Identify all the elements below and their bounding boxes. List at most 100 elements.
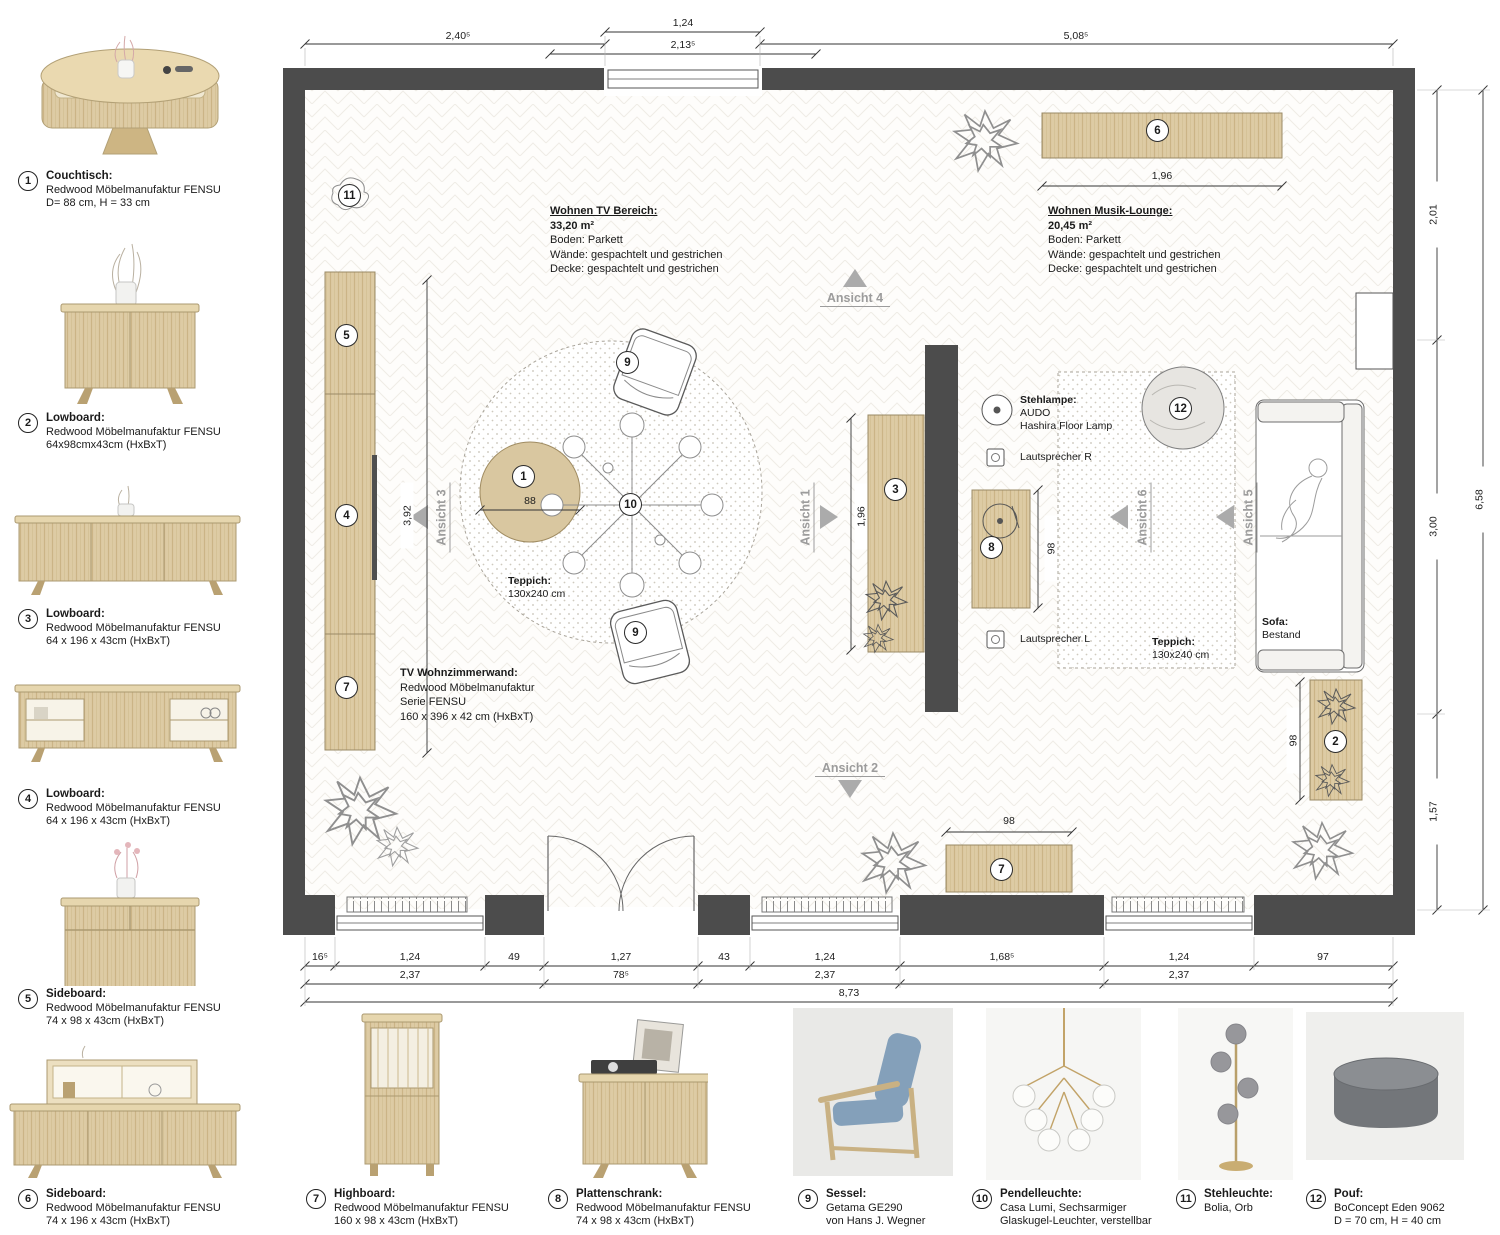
extension-lines xyxy=(304,36,1490,1006)
plan-badge-lowboard3: 3 xyxy=(884,478,907,501)
view-label-3: Ansicht 3 xyxy=(433,482,451,553)
view-arrow-1-icon xyxy=(820,505,838,529)
dim-b-49: 49 xyxy=(508,950,520,963)
legend-badge-11: 11 xyxy=(1176,1189,1196,1209)
legend-item-11: 11 Stehleuchte:Bolia, Orb xyxy=(1176,1188,1273,1215)
dim-b-165: 16⁵ xyxy=(311,950,329,963)
entry-door xyxy=(544,835,698,937)
view-arrow-4-icon xyxy=(843,269,867,287)
legend-item-1: 1 Couchtisch:Redwood Möbelmanufaktur FEN… xyxy=(18,170,221,211)
speaker-r-label: Lautsprecher R xyxy=(1020,451,1092,463)
dim-b-237b: 2,37 xyxy=(814,968,836,981)
radiators xyxy=(346,896,1245,913)
dim-196-lowboard: 1,96 xyxy=(854,483,868,550)
stehleuchte-photo xyxy=(1178,1008,1293,1180)
rug-rect-label: Teppich: 130x240 cm xyxy=(1152,636,1210,661)
dim-b-237c: 2,37 xyxy=(1168,968,1190,981)
dim-98-platte: 98 xyxy=(1044,515,1058,582)
view-label-6: Ansicht 6 xyxy=(1134,482,1152,553)
dim-b-43: 43 xyxy=(718,950,730,963)
dim-98-lowboard2: 98 xyxy=(1286,707,1300,774)
legend-item-6: 6 Sideboard:Redwood Möbelmanufaktur FENS… xyxy=(18,1188,221,1229)
plan-badge-couchtisch: 1 xyxy=(512,465,535,488)
sofa-symbol xyxy=(1255,399,1365,673)
speaker-l-label: Lautsprecher L xyxy=(1020,633,1091,645)
plan-badge-lowboard4: 4 xyxy=(335,504,358,527)
view-arrow-5-icon xyxy=(1216,505,1234,529)
plan-badge-highboard7-floor: 7 xyxy=(990,858,1013,881)
floor-lamp-audo-symbol xyxy=(981,394,1013,426)
dim-b-168: 1,68⁵ xyxy=(989,950,1015,963)
dim-b-124b: 1,24 xyxy=(814,950,836,963)
dim-b-237a: 2,37 xyxy=(399,968,421,981)
legend-item-4: 4 Lowboard:Redwood Möbelmanufaktur FENSU… xyxy=(18,788,221,829)
dim-b-127: 1,27 xyxy=(610,950,632,963)
view-label-4: Ansicht 4 xyxy=(820,290,890,307)
legend-badge-6: 6 xyxy=(18,1189,38,1209)
speaker-r-symbol xyxy=(986,448,1005,467)
room-label-tv: Wohnen TV Bereich: 33,20 m² Boden: Parke… xyxy=(550,205,723,275)
legend-badge-12: 12 xyxy=(1306,1189,1326,1209)
speaker-l-symbol xyxy=(986,630,1005,649)
view-arrow-2-icon xyxy=(838,780,862,798)
legend-badge-7: 7 xyxy=(306,1189,326,1209)
plan-badge-plattenschrank: 8 xyxy=(980,536,1003,559)
tv-wand-label: TV Wohnzimmerwand: Redwood Möbelmanufakt… xyxy=(400,667,535,723)
lowboard-2-photo xyxy=(60,243,200,404)
room-musik-title: Wohnen Musik-Lounge: xyxy=(1048,205,1173,217)
dim-392: 3,92 xyxy=(400,482,414,549)
room-label-musik: Wohnen Musik-Lounge: 20,45 m² Boden: Par… xyxy=(1048,205,1221,275)
floor-lamp-label: Stehlampe: AUDO Hashira Floor Lamp xyxy=(1020,394,1113,432)
view-arrow-6-icon xyxy=(1110,505,1128,529)
plan-badge-sideboard5: 5 xyxy=(335,324,358,347)
couchtisch-photo xyxy=(40,35,220,155)
sideboard-5-photo xyxy=(60,842,200,986)
window-top xyxy=(604,62,762,96)
lowboard-4-photo xyxy=(14,684,241,762)
legend-item-5: 5 Sideboard:Redwood Möbelmanufaktur FENS… xyxy=(18,988,221,1029)
legend-badge-3: 3 xyxy=(18,609,38,629)
view-label-5: Ansicht 5 xyxy=(1240,482,1258,553)
view-arrow-3-icon xyxy=(410,505,428,529)
pendelleuchte-photo xyxy=(986,1008,1141,1180)
dim-b-97: 97 xyxy=(1317,950,1329,963)
highboard-7-photo xyxy=(361,1013,443,1176)
plan-badge-sessel-b: 9 xyxy=(624,621,647,644)
dim-top-213: 2,13⁵ xyxy=(670,38,696,51)
legend-item-7: 7 Highboard:Redwood Möbelmanufaktur FENS… xyxy=(306,1188,509,1229)
view-arrow-icons xyxy=(410,269,1234,798)
dim-top-508: 5,08⁵ xyxy=(1063,29,1089,42)
plan-badge-stehleuchte: 11 xyxy=(338,184,361,207)
legend-item-2: 2 Lowboard:Redwood Möbelmanufaktur FENSU… xyxy=(18,412,221,453)
tv-partition-wall xyxy=(925,345,958,712)
plan-badge-pendel: 10 xyxy=(619,493,642,516)
legend-badge-9: 9 xyxy=(798,1189,818,1209)
legend-item-10: 10 Pendelleuchte:Casa Lumi, Sechsarmiger… xyxy=(972,1188,1152,1229)
dim-196-sideboard: 1,96 xyxy=(1151,169,1173,182)
plan-badge-pouf: 12 xyxy=(1169,397,1192,420)
view-label-2: Ansicht 2 xyxy=(815,760,885,777)
legend-badge-10: 10 xyxy=(972,1189,992,1209)
dim-b-124c: 1,24 xyxy=(1168,950,1190,963)
couch-table xyxy=(479,441,581,543)
sideboard-6-photo xyxy=(9,1045,241,1178)
plan-badge-lowboard2: 2 xyxy=(1324,730,1347,753)
dim-top-124: 1,24 xyxy=(672,16,694,29)
floor-lamp-11-symbol xyxy=(331,177,370,211)
sessel-photo xyxy=(793,1008,953,1176)
plan-badge-highboard7-wall: 7 xyxy=(335,676,358,699)
dim-right-300: 3,00 xyxy=(1426,493,1440,560)
wall-niche xyxy=(1355,292,1394,370)
dimension-lines xyxy=(300,27,1488,1007)
legend-badge-5: 5 xyxy=(18,989,38,1009)
room-tv-title: Wohnen TV Bereich: xyxy=(550,205,658,217)
windows-bottom xyxy=(335,909,1254,939)
dim-98-highboard: 98 xyxy=(1003,814,1015,827)
legend-badge-4: 4 xyxy=(18,789,38,809)
room-musik-area: 20,45 m² xyxy=(1048,219,1093,232)
sofa-label: Sofa: Bestand xyxy=(1262,616,1301,641)
lowboard-3-photo xyxy=(14,485,241,595)
